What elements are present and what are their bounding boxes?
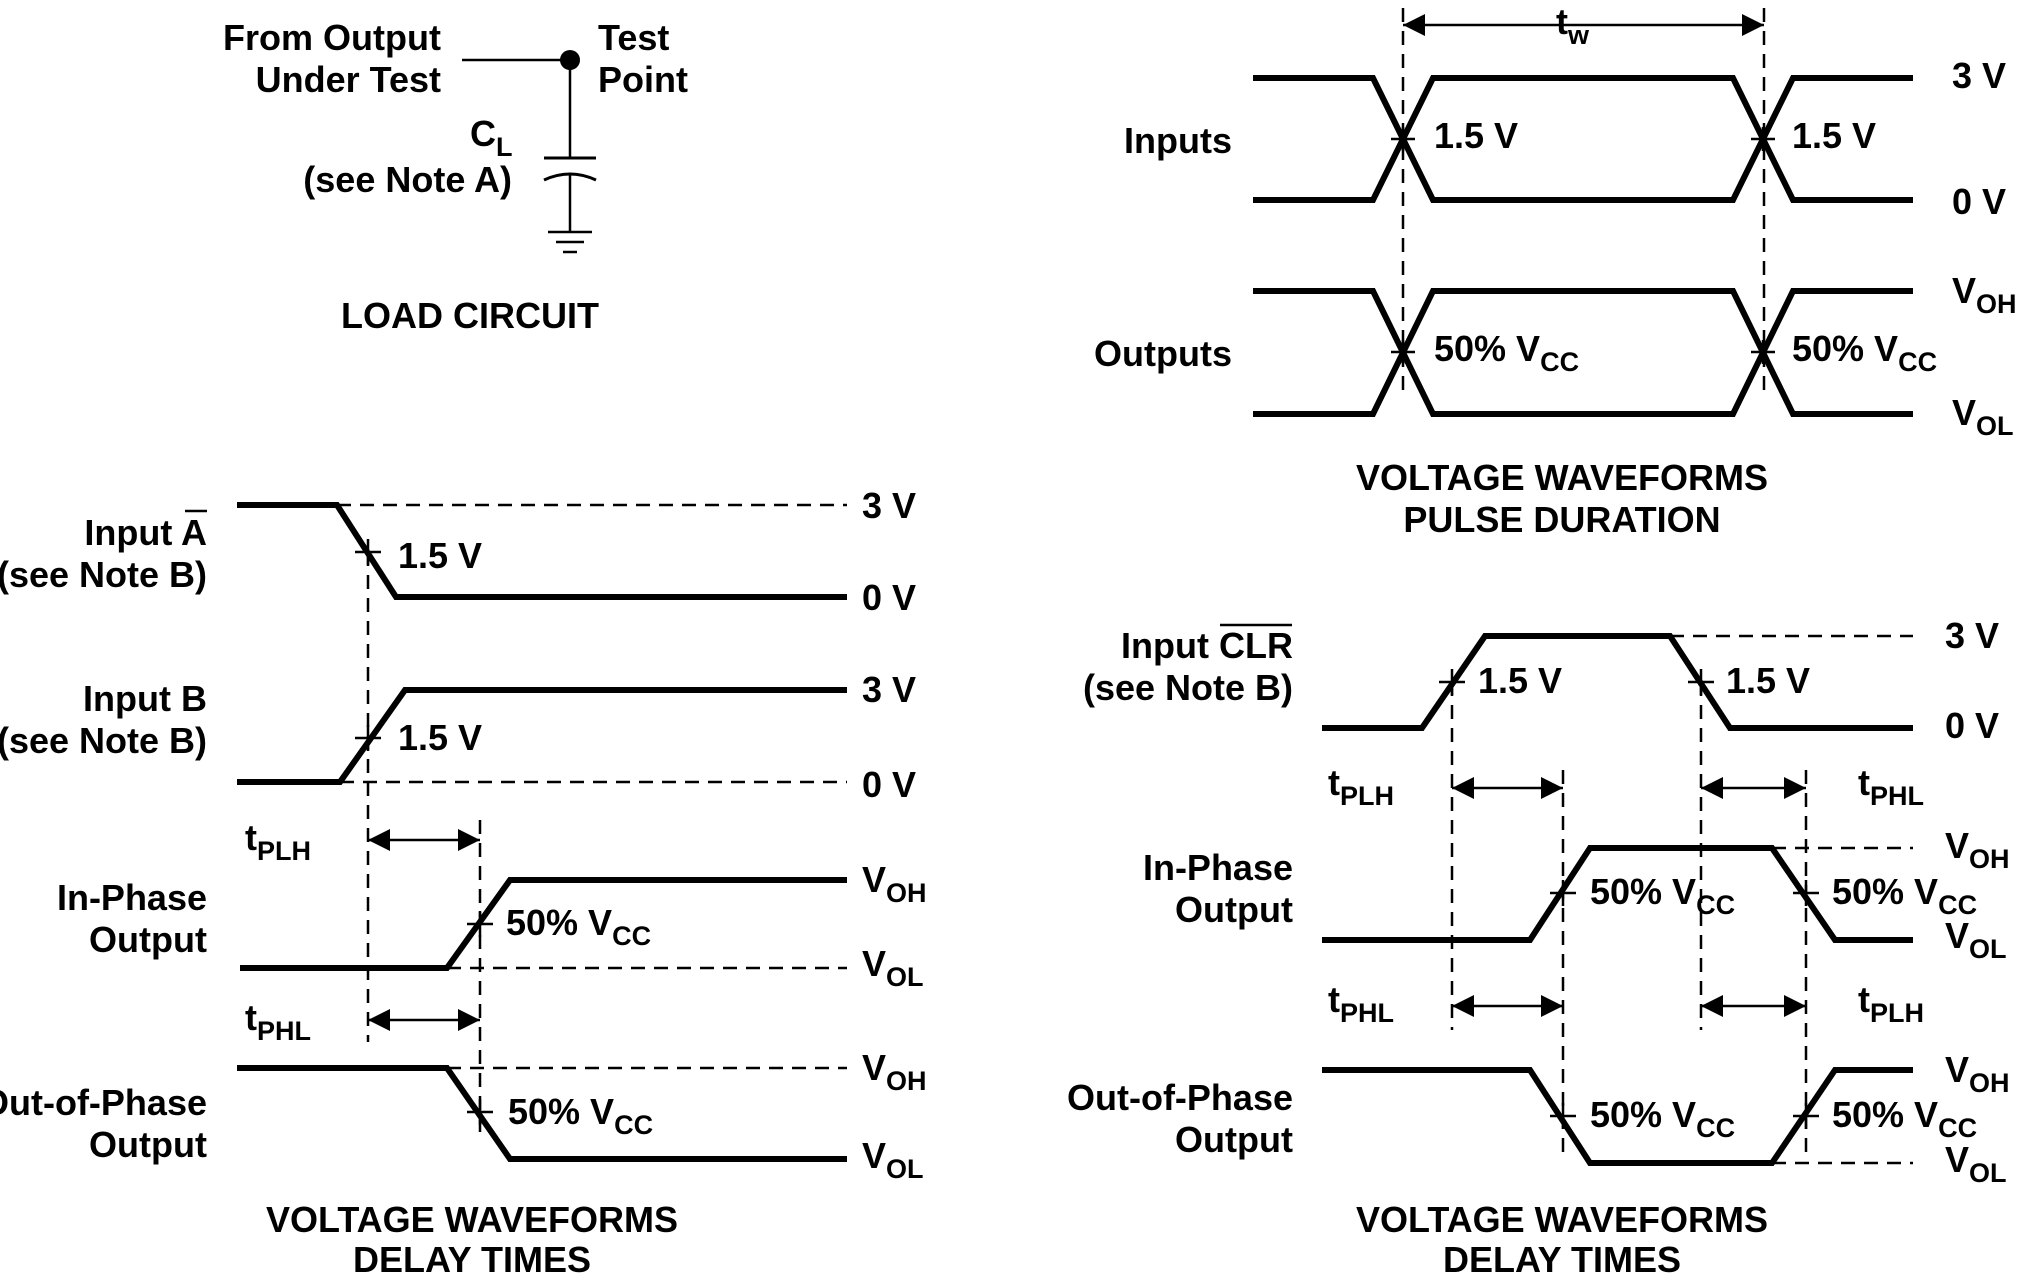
input-a-label: Input A [84, 512, 207, 553]
dr-outphase-marker-left: 50% VCC [1590, 1094, 1735, 1143]
input-b-note: (see Note B) [0, 720, 207, 761]
output-marker-cross-right [1751, 340, 1775, 364]
input-wave-high-start [1253, 75, 1913, 203]
dr-title-2: DELAY TIMES [1443, 1239, 1681, 1279]
clr-marker-left: 1.5 V [1478, 660, 1562, 701]
dr-inphase-label-1: In-Phase [1143, 847, 1293, 888]
dr-outphase-marker-cross-right [1793, 1103, 1819, 1129]
under-test-label: Under Test [256, 59, 441, 100]
test-label: Test [598, 17, 669, 58]
pd-title-1: VOLTAGE WAVEFORMS [1356, 457, 1768, 498]
pd-vol-label: VOL [1952, 392, 2014, 441]
input-b-marker: 1.5 V [398, 717, 482, 758]
dl-inphase-marker-cross [467, 911, 493, 937]
dr-3v: 3 V [1945, 615, 1999, 656]
dr-outphase-wave [1322, 1067, 1913, 1166]
dr-inphase-voh: VOH [1945, 825, 2010, 874]
clr-marker-cross-right [1688, 669, 1714, 695]
load-circuit: From Output Under Test Test Point CL (se… [223, 17, 688, 336]
dr-inphase-wave [1322, 845, 1913, 943]
dr-outphase-voh: VOH [1945, 1049, 2010, 1098]
cl-label: CL [470, 113, 513, 162]
input-clr-note: (see Note B) [1083, 667, 1293, 708]
dl-inphase-voh: VOH [862, 859, 927, 908]
dr-inphase-vol: VOL [1945, 915, 2007, 964]
input-a-0v: 0 V [862, 577, 916, 618]
output-wave-high-start [1253, 288, 1913, 417]
dl-inphase-marker: 50% VCC [506, 902, 651, 951]
dl-tphl-label: tPHL [245, 997, 311, 1046]
input-clr-wave [1322, 633, 1913, 731]
dr-title-1: VOLTAGE WAVEFORMS [1356, 1199, 1768, 1240]
input-b-0v: 0 V [862, 764, 916, 805]
dl-outphase-voh: VOH [862, 1047, 927, 1096]
dl-outphase-vol: VOL [862, 1135, 924, 1184]
point-label: Point [598, 59, 688, 100]
input-b-wave [237, 687, 847, 785]
dr-tphl-label-right: tPHL [1858, 762, 1924, 811]
output-marker-right: 50% VCC [1792, 328, 1937, 377]
input-a-note: (see Note B) [0, 554, 207, 595]
input-marker-right: 1.5 V [1792, 115, 1876, 156]
tw-label: tw [1556, 1, 1590, 50]
dl-tplh-label: tPLH [245, 817, 311, 866]
dr-tplh-label-right: tPLH [1858, 979, 1924, 1028]
dl-title-2: DELAY TIMES [353, 1239, 591, 1279]
delay-times-right: Input CLR (see Note B) 1.5 V 1.5 V 3 V 0… [1067, 615, 2010, 1279]
dl-outphase-marker: 50% VCC [508, 1091, 653, 1140]
input-b-marker-cross [355, 725, 381, 751]
clr-marker-right: 1.5 V [1726, 660, 1810, 701]
dr-outphase-marker-cross-left [1550, 1103, 1576, 1129]
dl-inphase-label-1: In-Phase [57, 877, 207, 918]
pulse-duration-waveforms: tw Inputs 1.5 V 1.5 V 3 V 0 V Outputs 50… [1094, 1, 2017, 540]
input-marker-left: 1.5 V [1434, 115, 1518, 156]
outputs-label: Outputs [1094, 333, 1232, 374]
output-marker-cross-left [1391, 340, 1415, 364]
dr-tphl-label-left: tPHL [1328, 979, 1394, 1028]
dr-outphase-vol: VOL [1945, 1139, 2007, 1188]
dr-inphase-label-2: Output [1175, 889, 1293, 930]
load-circuit-title: LOAD CIRCUIT [341, 295, 599, 336]
input-a-marker-cross [355, 539, 381, 565]
dl-outphase-label-1: Out-of-Phase [0, 1082, 207, 1123]
inputs-label: Inputs [1124, 120, 1232, 161]
input-b-label: Input B [83, 678, 207, 719]
dl-outphase-marker-cross [467, 1099, 493, 1125]
dr-outphase-label-2: Output [1175, 1119, 1293, 1160]
input-marker-cross-left [1391, 127, 1415, 151]
capacitor-plate-bottom [543, 172, 597, 182]
dr-0v: 0 V [1945, 705, 1999, 746]
dr-outphase-label-1: Out-of-Phase [1067, 1077, 1293, 1118]
output-wave-low-start [1253, 288, 1913, 417]
dr-inphase-marker-cross-left [1550, 880, 1576, 906]
input-a-marker: 1.5 V [398, 535, 482, 576]
dl-title-1: VOLTAGE WAVEFORMS [266, 1199, 678, 1240]
dr-tplh-label-left: tPLH [1328, 762, 1394, 811]
pd-title-2: PULSE DURATION [1403, 499, 1720, 540]
pd-voh-label: VOH [1952, 270, 2017, 319]
dr-inphase-marker-left: 50% VCC [1590, 871, 1735, 920]
input-a-wave [237, 502, 847, 600]
input-b-3v: 3 V [862, 669, 916, 710]
pd-0v-label: 0 V [1952, 181, 2006, 222]
dl-inphase-vol: VOL [862, 943, 924, 992]
dl-inphase-label-2: Output [89, 919, 207, 960]
input-wave-low-start [1253, 75, 1913, 203]
pd-3v-label: 3 V [1952, 55, 2006, 96]
dr-outphase-marker-right: 50% VCC [1832, 1094, 1977, 1143]
input-marker-cross-right [1751, 127, 1775, 151]
dl-outphase-wave [237, 1065, 847, 1162]
note-a-label: (see Note A) [303, 159, 512, 200]
from-output-label: From Output [223, 17, 441, 58]
clr-marker-cross-left [1439, 669, 1465, 695]
delay-times-left: Input A (see Note B) 1.5 V 3 V 0 V Input… [0, 485, 927, 1279]
clr-overbar-text: CLR [1219, 625, 1293, 666]
input-a-3v: 3 V [862, 485, 916, 526]
input-clr-label: Input CLR [1121, 625, 1293, 666]
output-marker-left: 50% VCC [1434, 328, 1579, 377]
dl-outphase-label-2: Output [89, 1124, 207, 1165]
dr-inphase-marker-right: 50% VCC [1832, 871, 1977, 920]
dr-inphase-marker-cross-right [1793, 880, 1819, 906]
